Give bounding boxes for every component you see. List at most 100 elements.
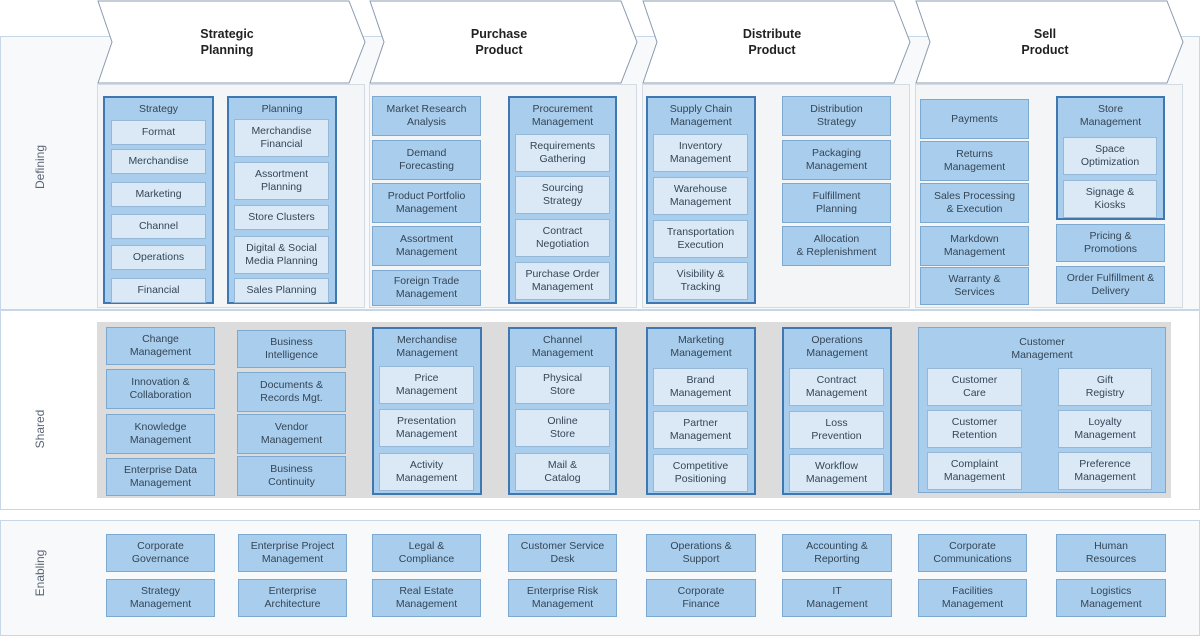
header-distribute-product: Distribute Product [642, 0, 912, 84]
channel-management-title: Channel Management [531, 334, 594, 359]
accounting-reporting: Accounting & Reporting [782, 534, 892, 572]
order-fulfillment-delivery: Order Fulfillment & Delivery [1056, 266, 1165, 304]
strategy-marketing: Marketing [111, 182, 206, 207]
demand-forecasting: Demand Forecasting [372, 140, 481, 180]
legal-compliance: Legal & Compliance [372, 534, 481, 572]
header-title: Purchase Product [470, 27, 528, 57]
transportation-execution: Transportation Execution [653, 220, 748, 258]
header-strategic-planning: Strategic Planning [97, 0, 367, 84]
chevron-shape [642, 0, 911, 84]
market-research-analysis: Market Research Analysis [372, 96, 481, 136]
header-purchase-product: Purchase Product [369, 0, 639, 84]
enterprise-architecture: Enterprise Architecture [238, 579, 347, 617]
vendor-management: Vendor Management [237, 414, 346, 454]
enterprise-risk-management: Enterprise Risk Management [508, 579, 617, 617]
returns-management: Returns Management [920, 141, 1029, 181]
strategy-financial: Financial [111, 278, 206, 303]
presentation-management: Presentation Management [379, 409, 474, 447]
human-resources: Human Resources [1056, 534, 1166, 572]
header-title: Distribute Product [742, 27, 802, 57]
sourcing-strategy: Sourcing Strategy [515, 176, 610, 214]
pricing-promotions: Pricing & Promotions [1056, 224, 1165, 262]
packaging-management: Packaging Management [782, 140, 891, 180]
partner-management: Partner Management [653, 411, 748, 449]
documents-records: Documents & Records Mgt. [237, 372, 346, 412]
sales-processing-execution: Sales Processing & Execution [920, 183, 1029, 223]
product-portfolio-management: Product Portfolio Management [372, 183, 481, 223]
physical-store: Physical Store [515, 366, 610, 404]
activity-management: Activity Management [379, 453, 474, 491]
customer-service-desk: Customer Service Desk [508, 534, 617, 572]
knowledge-management: Knowledge Management [106, 414, 215, 454]
warranty-services: Warranty & Services [920, 267, 1029, 305]
preference-management: Preference Management [1058, 452, 1152, 490]
business-intelligence: Business Intelligence [237, 330, 346, 368]
inventory-management: Inventory Management [653, 134, 748, 172]
customer-management-title: Customer Management [1011, 336, 1073, 361]
strategy-operations: Operations [111, 245, 206, 270]
workflow-management: Workflow Management [789, 454, 884, 492]
price-management: Price Management [379, 366, 474, 404]
it-management: IT Management [782, 579, 892, 617]
header-title: Sell Product [1021, 27, 1069, 57]
markdown-management: Markdown Management [920, 226, 1029, 266]
logistics-management: Logistics Management [1056, 579, 1166, 617]
strategy-format: Format [111, 120, 206, 145]
planning-group-title: Planning [261, 103, 303, 115]
competitive-positioning: Competitive Positioning [653, 454, 748, 492]
corporate-finance: Corporate Finance [646, 579, 756, 617]
planning-store-clusters: Store Clusters [234, 205, 329, 230]
chevron-shape [915, 0, 1184, 84]
marketing-management-title: Marketing Management [670, 334, 732, 359]
store-management-group-title: Store Management [1079, 103, 1142, 128]
real-estate-management: Real Estate Management [372, 579, 481, 617]
payments: Payments [920, 99, 1029, 139]
header-sell-product: Sell Product [915, 0, 1185, 84]
mail-catalog: Mail & Catalog [515, 453, 610, 491]
strategy-management: Strategy Management [106, 579, 215, 617]
chevron-shape [369, 0, 638, 84]
strategy-merchandise: Merchandise [111, 149, 206, 174]
signage-kiosks: Signage & Kiosks [1063, 180, 1157, 218]
gift-registry: Gift Registry [1058, 368, 1152, 406]
complaint-management: Complaint Management [927, 452, 1022, 490]
row-label-shared: Shared [33, 409, 47, 449]
loyalty-management: Loyalty Management [1058, 410, 1152, 448]
loss-prevention: Loss Prevention [789, 411, 884, 449]
requirements-gathering: Requirements Gathering [515, 134, 610, 172]
allocation-replenishment: Allocation & Replenishment [782, 226, 891, 266]
enterprise-project-management: Enterprise Project Management [238, 534, 347, 572]
distribution-strategy: Distribution Strategy [782, 96, 891, 136]
strategy-group-title: Strategy [138, 103, 179, 115]
purchase-order-management: Purchase Order Management [515, 262, 610, 300]
supply-chain-group-title: Supply Chain Management [669, 103, 733, 128]
planning-digital-social: Digital & Social Media Planning [234, 236, 329, 274]
contract-negotiation: Contract Negotiation [515, 219, 610, 257]
operations-support: Operations & Support [646, 534, 756, 572]
innovation-collaboration: Innovation & Collaboration [106, 369, 215, 409]
contract-management: Contract Management [789, 368, 884, 406]
change-management: Change Management [106, 327, 215, 365]
enterprise-data-management: Enterprise Data Management [106, 458, 215, 496]
header-title: Strategic Planning [200, 27, 254, 57]
facilities-management: Facilities Management [918, 579, 1027, 617]
business-continuity: Business Continuity [237, 456, 346, 496]
row-label-defining: Defining [33, 144, 47, 190]
planning-assortment-planning: Assortment Planning [234, 162, 329, 200]
corporate-communications: Corporate Communications [918, 534, 1027, 572]
space-optimization: Space Optimization [1063, 137, 1157, 175]
merchandise-management-title: Merchandise Management [396, 334, 458, 359]
procurement-group-title: Procurement Management [531, 103, 594, 128]
planning-merchandise-financial: Merchandise Financial [234, 119, 329, 157]
strategy-channel: Channel [111, 214, 206, 239]
assortment-management: Assortment Management [372, 226, 481, 266]
row-label-enabling: Enabling [33, 549, 47, 597]
fulfillment-planning: Fulfillment Planning [782, 183, 891, 223]
corporate-governance: Corporate Governance [106, 534, 215, 572]
warehouse-management: Warehouse Management [653, 177, 748, 215]
visibility-tracking: Visibility & Tracking [653, 262, 748, 300]
planning-sales-planning: Sales Planning [234, 278, 329, 303]
online-store: Online Store [515, 409, 610, 447]
foreign-trade-management: Foreign Trade Management [372, 270, 481, 306]
customer-retention: Customer Retention [927, 410, 1022, 448]
